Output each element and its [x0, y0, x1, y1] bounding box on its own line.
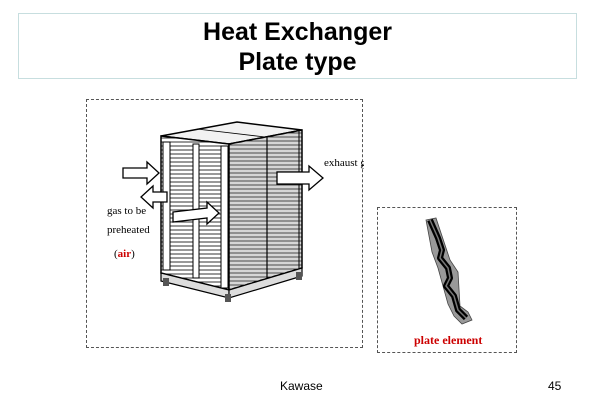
gas-preheated-label-line1: gas to be — [107, 205, 146, 217]
footer-author: Kawase — [280, 379, 323, 393]
air-label-close: ) — [131, 248, 135, 260]
plate-element-label: plate element — [414, 333, 482, 347]
air-inlet-arrow — [122, 160, 160, 186]
exhaust-gas-label: exhaust gas — [324, 157, 364, 169]
heat-exchanger-figure: exhaust gas gas to be preheated (air) — [86, 99, 364, 348]
plate-element-drawing: plate element — [414, 217, 482, 347]
air-label-open: ( — [114, 248, 118, 260]
exchanger-right-face — [228, 129, 303, 292]
title-box: Heat Exchanger Plate type — [18, 13, 577, 79]
page-number: 45 — [548, 379, 562, 393]
gas-inlet-arrow — [172, 200, 220, 226]
slide-title-line-1: Heat Exchanger — [203, 18, 392, 46]
svg-text:(air): (air) — [114, 248, 135, 260]
exhaust-arrow — [276, 164, 324, 192]
air-label: air — [118, 248, 132, 260]
plate-element-figure: plate element — [377, 207, 517, 353]
heat-exchanger-drawing: exhaust gas gas to be preheated (air) — [107, 121, 364, 302]
air-outlet-arrow — [140, 184, 168, 210]
gas-preheated-label-line2: preheated — [107, 224, 150, 236]
slide-title-line-2: Plate type — [238, 48, 357, 76]
